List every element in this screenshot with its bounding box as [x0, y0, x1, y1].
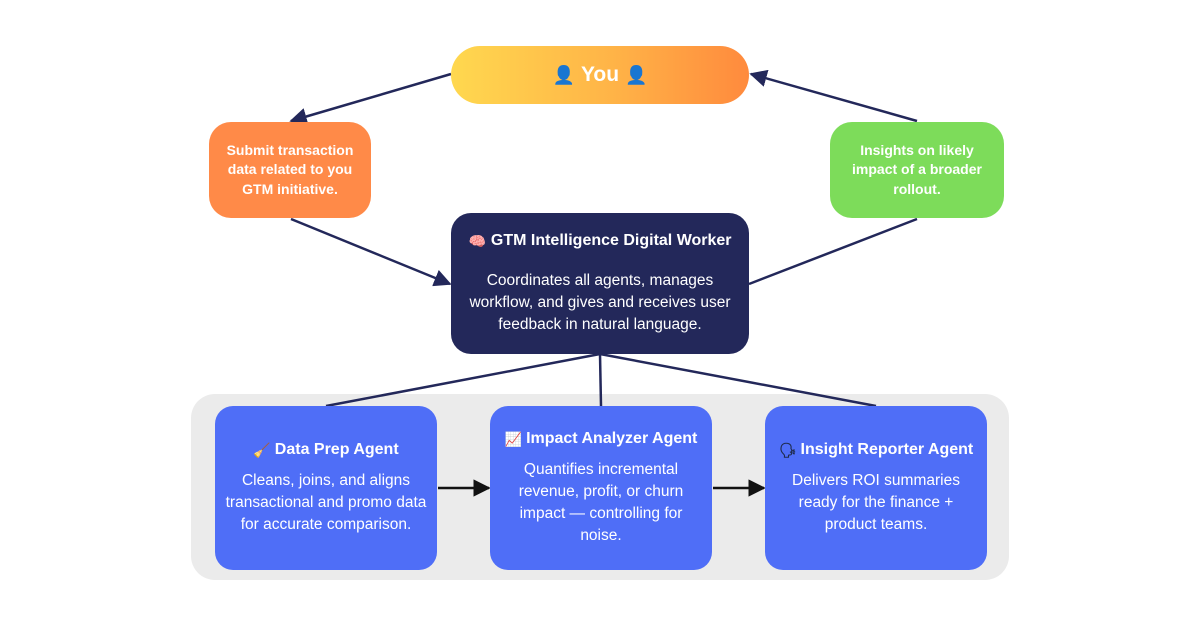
- insights-text: Insights on likely impact of a broader r…: [852, 141, 982, 197]
- you-label: You: [580, 63, 620, 86]
- worker-to-insight-reporter-line: [599, 352, 877, 408]
- worker-to-output-line: [748, 217, 918, 286]
- orchestrator-node: 🧠 GTM Intelligence Digital Worker Coordi…: [451, 213, 749, 354]
- agent-title-row: 📈 Impact Analyzer Agent: [505, 430, 698, 448]
- you-node: 👤 You 👤: [451, 46, 749, 104]
- worker-to-data-prep-line: [325, 352, 601, 408]
- insights-node: Insights on likely impact of a broader r…: [830, 122, 1004, 218]
- data-prep-agent-node: 🧹 Data Prep Agent Cleans, joins, and ali…: [215, 406, 437, 570]
- agent-title: Data Prep Agent: [274, 440, 399, 458]
- insight-reporter-agent-node: 🗣 Insight Reporter Agent Delivers ROI su…: [765, 406, 987, 570]
- worker-to-impact-analyzer-line: [598, 353, 603, 407]
- submit-data-text: Submit transaction data related to you G…: [226, 141, 354, 197]
- chart-increasing-icon: 📈: [504, 430, 523, 447]
- agent-description: Cleans, joins, and aligns transactional …: [225, 471, 427, 533]
- agent-title-row: 🧹 Data Prep Agent: [253, 441, 398, 459]
- orchestrator-description: Coordinates all agents, manages workflow…: [469, 271, 731, 333]
- agent-description: Delivers ROI summaries ready for the fin…: [792, 471, 960, 533]
- impact-analyzer-agent-node: 📈 Impact Analyzer Agent Quantifies incre…: [490, 406, 712, 570]
- person-icon: 👤: [552, 64, 575, 85]
- output-to-you-arrow: [749, 69, 918, 123]
- submit-data-node: Submit transaction data related to you G…: [209, 122, 371, 218]
- person-icon: 👤: [625, 64, 648, 85]
- orchestrator-title-row: 🧠 GTM Intelligence Digital Worker: [468, 232, 731, 250]
- orchestrator-title: GTM Intelligence Digital Worker: [490, 231, 732, 249]
- agent-title: Insight Reporter Agent: [800, 440, 974, 458]
- agent-title: Impact Analyzer Agent: [526, 429, 698, 447]
- agent-title-row: 🗣 Insight Reporter Agent: [779, 441, 974, 459]
- broom-icon: 🧹: [253, 441, 271, 458]
- agent-description: Quantifies incremental revenue, profit, …: [518, 460, 684, 544]
- speaking-head-icon: 🗣: [778, 441, 797, 458]
- input-to-worker-arrow: [290, 217, 452, 287]
- brain-icon: 🧠: [468, 232, 486, 249]
- you-to-input-arrow: [289, 72, 452, 125]
